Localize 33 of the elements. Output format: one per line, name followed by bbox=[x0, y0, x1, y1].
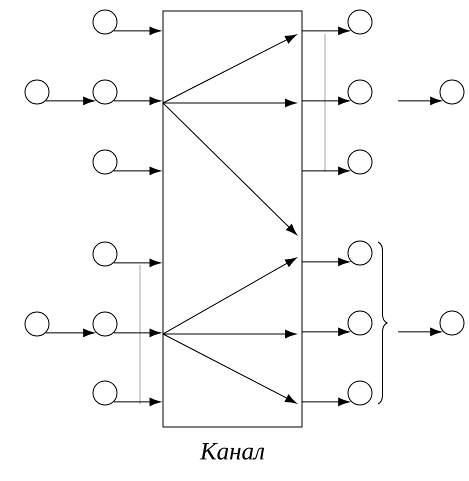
arrow bbox=[302, 26, 350, 35]
circle-node bbox=[348, 310, 372, 336]
circle-node bbox=[348, 380, 372, 406]
circle-node bbox=[92, 80, 118, 104]
circle-node bbox=[92, 380, 118, 406]
circle-node bbox=[348, 240, 372, 266]
circle-node bbox=[348, 80, 372, 104]
arrow bbox=[113, 166, 161, 175]
arrow bbox=[302, 96, 350, 105]
box-caption: Канал bbox=[200, 443, 264, 460]
arrow bbox=[113, 96, 161, 105]
arrow bbox=[45, 96, 94, 105]
arrow bbox=[302, 166, 350, 175]
arrow bbox=[302, 258, 350, 266]
arrow bbox=[113, 258, 161, 267]
arrow bbox=[113, 328, 161, 337]
arrow bbox=[398, 328, 442, 336]
circle-node bbox=[24, 80, 50, 104]
circle-node bbox=[348, 150, 372, 174]
arrow bbox=[302, 398, 350, 406]
circle-node bbox=[92, 242, 118, 266]
circle-node bbox=[92, 150, 118, 174]
circle-node bbox=[92, 312, 118, 336]
circle-node bbox=[440, 310, 464, 336]
arrow bbox=[398, 96, 442, 105]
arrow bbox=[113, 398, 161, 406]
circle-node bbox=[92, 10, 118, 34]
arrow bbox=[302, 328, 350, 336]
circle-node bbox=[440, 80, 464, 104]
arrow bbox=[45, 328, 94, 337]
circle-node bbox=[24, 312, 50, 336]
arrow bbox=[113, 26, 161, 35]
circle-node bbox=[348, 10, 372, 34]
